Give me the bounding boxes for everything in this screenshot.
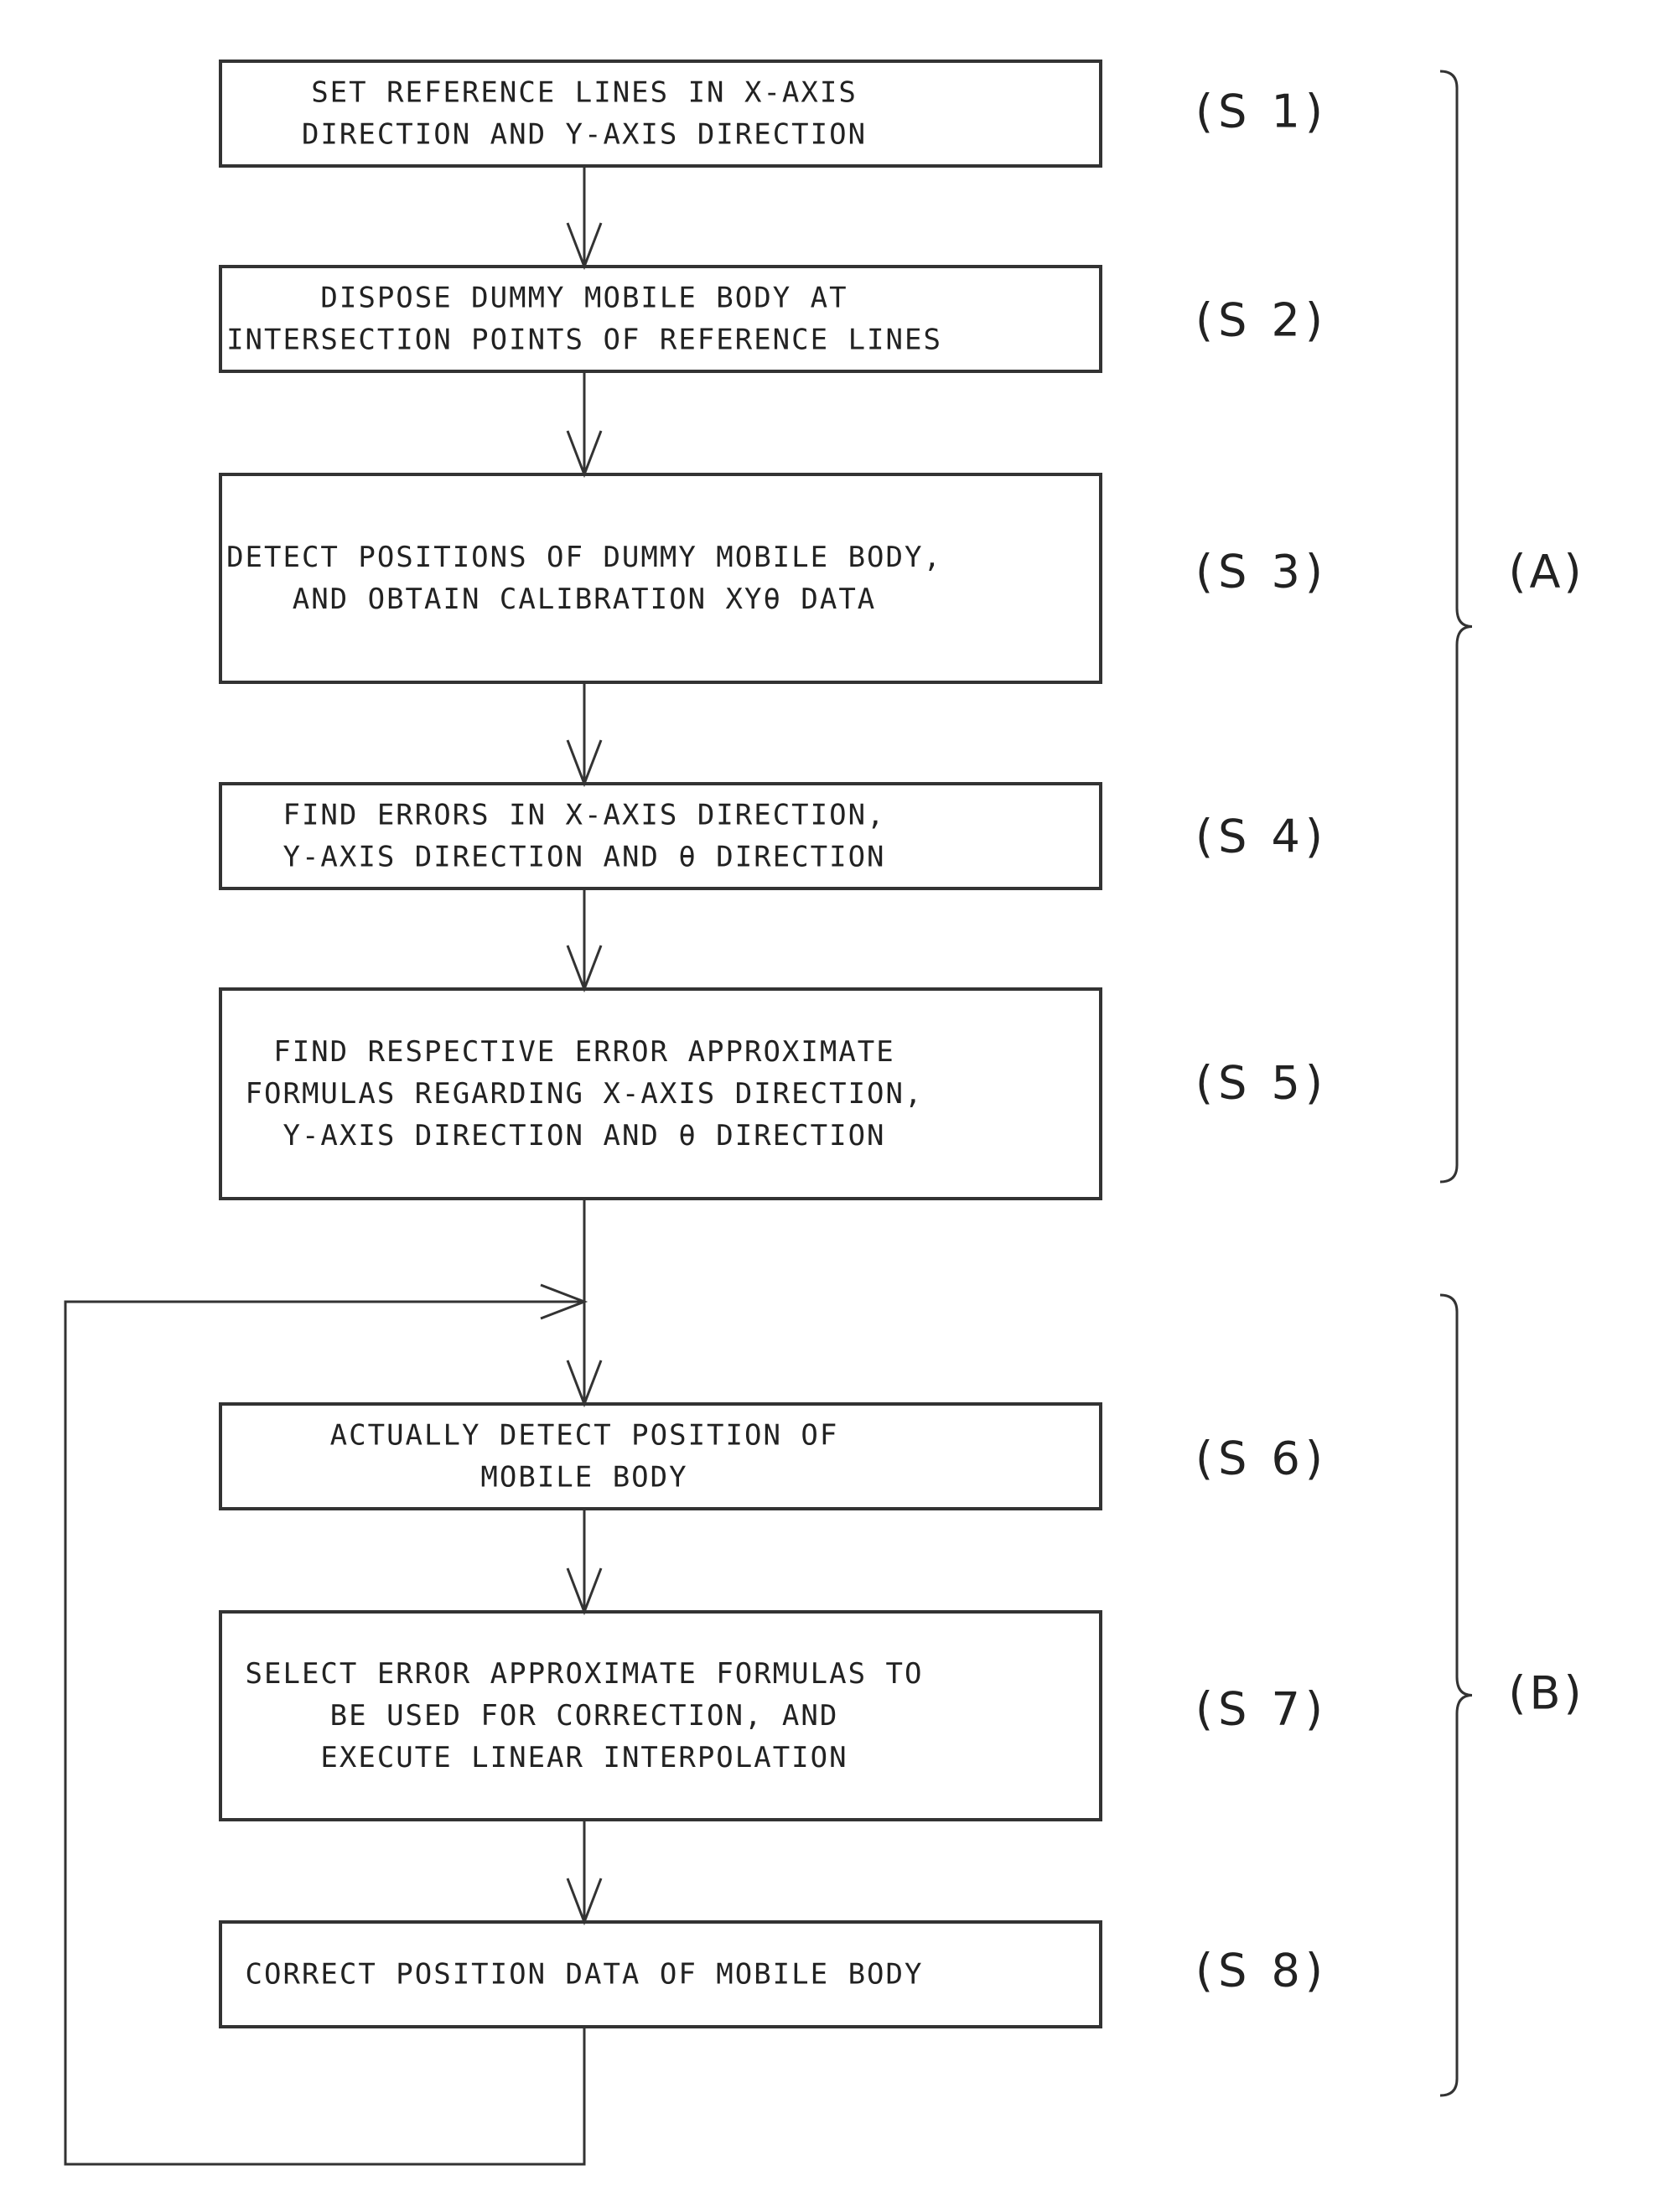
- step-label-s3: (S 3): [1195, 546, 1328, 598]
- step-text-s1-line-1: SET REFERENCE LINES IN X-AXIS: [311, 76, 858, 110]
- step-label-s2: (S 2): [1195, 294, 1328, 347]
- step-text-s7-line-3: EXECUTE LINEAR INTERPOLATION: [320, 1741, 848, 1774]
- step-text-s2-line-1: DISPOSE DUMMY MOBILE BODY AT: [320, 282, 848, 315]
- step-text-s2-line-2: INTERSECTION POINTS OF REFERENCE LINES: [226, 324, 942, 357]
- step-label-s4: (S 4): [1195, 811, 1328, 863]
- step-text-s1-line-2: DIRECTION AND Y-AXIS DIRECTION: [302, 118, 867, 152]
- group-brace-b: [1440, 1295, 1472, 2095]
- step-text-s3-line-2: AND OBTAIN CALIBRATION XYθ DATA: [293, 583, 877, 616]
- step-text-s6-line-1: ACTUALLY DETECT POSITION OF: [330, 1419, 839, 1453]
- step-text-s3-line-1: DETECT POSITIONS OF DUMMY MOBILE BODY,: [226, 541, 942, 574]
- step-text-s5-line-1: FIND RESPECTIVE ERROR APPROXIMATE: [273, 1035, 895, 1069]
- group-brace-a: [1440, 71, 1472, 1182]
- step-label-s1: (S 1): [1195, 85, 1328, 138]
- step-text-s4-line-1: FIND ERRORS IN X-AXIS DIRECTION,: [283, 799, 885, 832]
- step-text-s4-line-2: Y-AXIS DIRECTION AND θ DIRECTION: [283, 841, 885, 874]
- step-text-s5-line-3: Y-AXIS DIRECTION AND θ DIRECTION: [283, 1119, 885, 1153]
- step-text-s5-line-2: FORMULAS REGARDING X-AXIS DIRECTION,: [246, 1077, 924, 1111]
- step-text-s8-line-1: CORRECT POSITION DATA OF MOBILE BODY: [246, 1958, 924, 1992]
- step-text-s6-line-2: MOBILE BODY: [480, 1461, 687, 1495]
- step-text-s7-line-1: SELECT ERROR APPROXIMATE FORMULAS TO: [246, 1657, 924, 1691]
- step-box-s3: [220, 474, 1101, 682]
- group-label-b: (B): [1508, 1667, 1584, 1720]
- step-label-s8: (S 8): [1195, 1945, 1328, 1997]
- group-label-a: (A): [1508, 546, 1584, 598]
- step-text-s7-line-2: BE USED FOR CORRECTION, AND: [330, 1699, 839, 1733]
- step-label-s6: (S 6): [1195, 1432, 1328, 1485]
- step-label-s5: (S 5): [1195, 1057, 1328, 1110]
- step-label-s7: (S 7): [1195, 1683, 1328, 1736]
